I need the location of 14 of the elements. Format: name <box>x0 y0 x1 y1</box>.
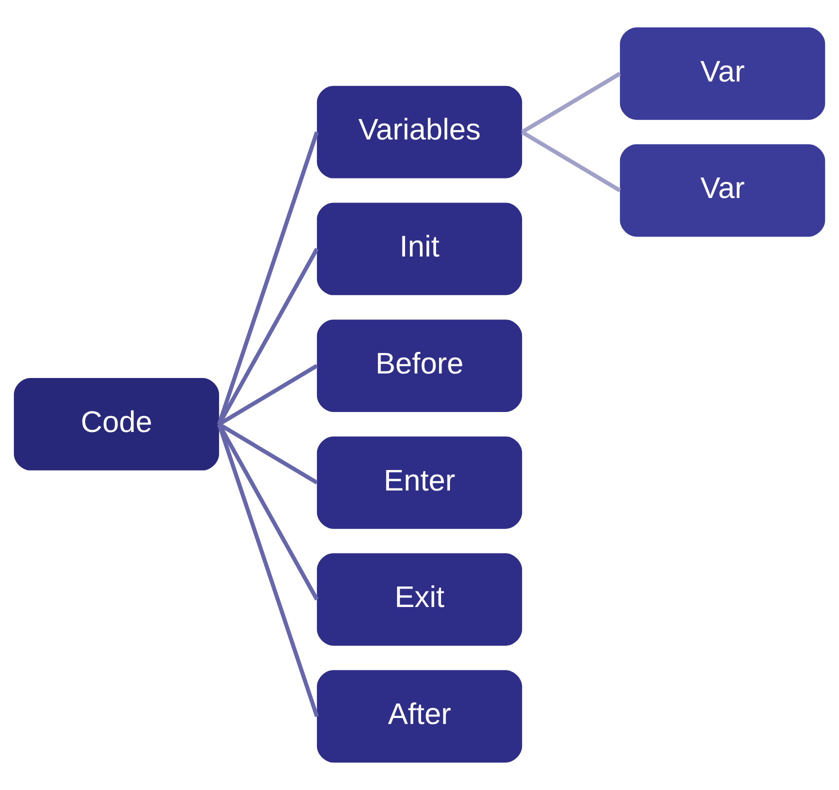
connector <box>521 130 621 192</box>
node-box: Enter <box>316 436 522 529</box>
node-box: After <box>316 670 522 763</box>
connector <box>521 72 621 134</box>
node-box: Init <box>316 202 522 296</box>
node-box: Code <box>14 378 220 470</box>
node-box: Variables <box>316 86 522 178</box>
connector <box>217 424 319 718</box>
connector <box>217 423 319 600</box>
node-box: Var <box>620 144 826 237</box>
connector <box>217 131 319 425</box>
node-box: Var <box>620 27 826 120</box>
node-box: Before <box>316 320 522 412</box>
node-box: Exit <box>316 553 522 646</box>
